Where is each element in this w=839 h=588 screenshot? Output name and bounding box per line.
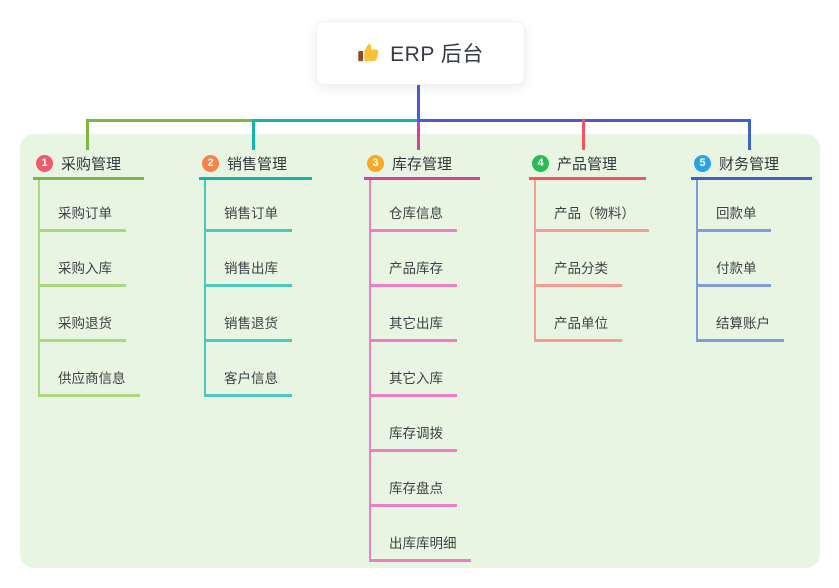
child-node[interactable]: 销售出库 (204, 258, 292, 287)
connector-bus-mid (253, 119, 420, 122)
child-node[interactable]: 客户信息 (204, 368, 292, 397)
branch-drop-line (582, 119, 585, 150)
branch-spine-line (534, 180, 536, 342)
branch-spine-line (38, 180, 40, 397)
branch-number-badge: 3 (367, 154, 384, 172)
child-node[interactable]: 结算账户 (696, 313, 784, 342)
branch-number-badge: 4 (532, 154, 549, 172)
child-node[interactable]: 销售退货 (204, 313, 292, 342)
branch-number-badge: 5 (694, 154, 711, 172)
branch-title: 库存管理 (392, 155, 453, 173)
branch-number-badge: 2 (202, 154, 219, 172)
root-label: ERP 后台 (390, 43, 484, 66)
child-node[interactable]: 产品单位 (534, 313, 622, 342)
branch-title: 产品管理 (557, 155, 618, 173)
child-node[interactable]: 出库库明细 (369, 533, 471, 562)
branch-drop-line (417, 122, 420, 150)
child-node[interactable]: 仓库信息 (369, 203, 457, 232)
branch-spine-line (369, 180, 371, 562)
child-node[interactable]: 采购入库 (38, 258, 126, 287)
branch-drop-line (86, 119, 89, 150)
branch-number-badge: 1 (36, 154, 53, 172)
branch-spine-line (696, 180, 698, 342)
child-node[interactable]: 产品分类 (534, 258, 622, 287)
branch-node-3[interactable]: 3 库存管理 (364, 149, 480, 180)
child-node[interactable]: 库存调拨 (369, 423, 457, 452)
branch-title: 财务管理 (719, 155, 780, 173)
thumbs-up-icon (357, 42, 380, 65)
root-node[interactable]: ERP 后台 (316, 21, 525, 85)
child-node[interactable]: 其它入库 (369, 368, 457, 397)
branch-node-1[interactable]: 1 采购管理 (33, 149, 144, 180)
mindmap-container (20, 134, 820, 568)
branch-node-2[interactable]: 2 销售管理 (199, 149, 312, 180)
branch-node-5[interactable]: 5 财务管理 (691, 149, 812, 180)
child-node[interactable]: 产品库存 (369, 258, 457, 287)
child-node[interactable]: 采购退货 (38, 313, 126, 342)
child-node[interactable]: 回款单 (696, 203, 771, 232)
branch-spine-line (204, 180, 206, 397)
child-node[interactable]: 采购订单 (38, 203, 126, 232)
child-node[interactable]: 付款单 (696, 258, 771, 287)
branch-node-4[interactable]: 4 产品管理 (529, 149, 646, 180)
branch-title: 采购管理 (61, 155, 122, 173)
child-node[interactable]: 销售订单 (204, 203, 292, 232)
child-node[interactable]: 库存盘点 (369, 478, 457, 507)
branch-drop-line (252, 119, 255, 150)
child-node[interactable]: 其它出库 (369, 313, 457, 342)
branch-drop-line (748, 119, 751, 150)
child-node[interactable]: 供应商信息 (38, 368, 140, 397)
child-node[interactable]: 产品（物料） (534, 203, 649, 232)
root-connector-line (417, 85, 420, 122)
branch-title: 销售管理 (227, 155, 288, 173)
connector-bus-right (419, 119, 751, 122)
